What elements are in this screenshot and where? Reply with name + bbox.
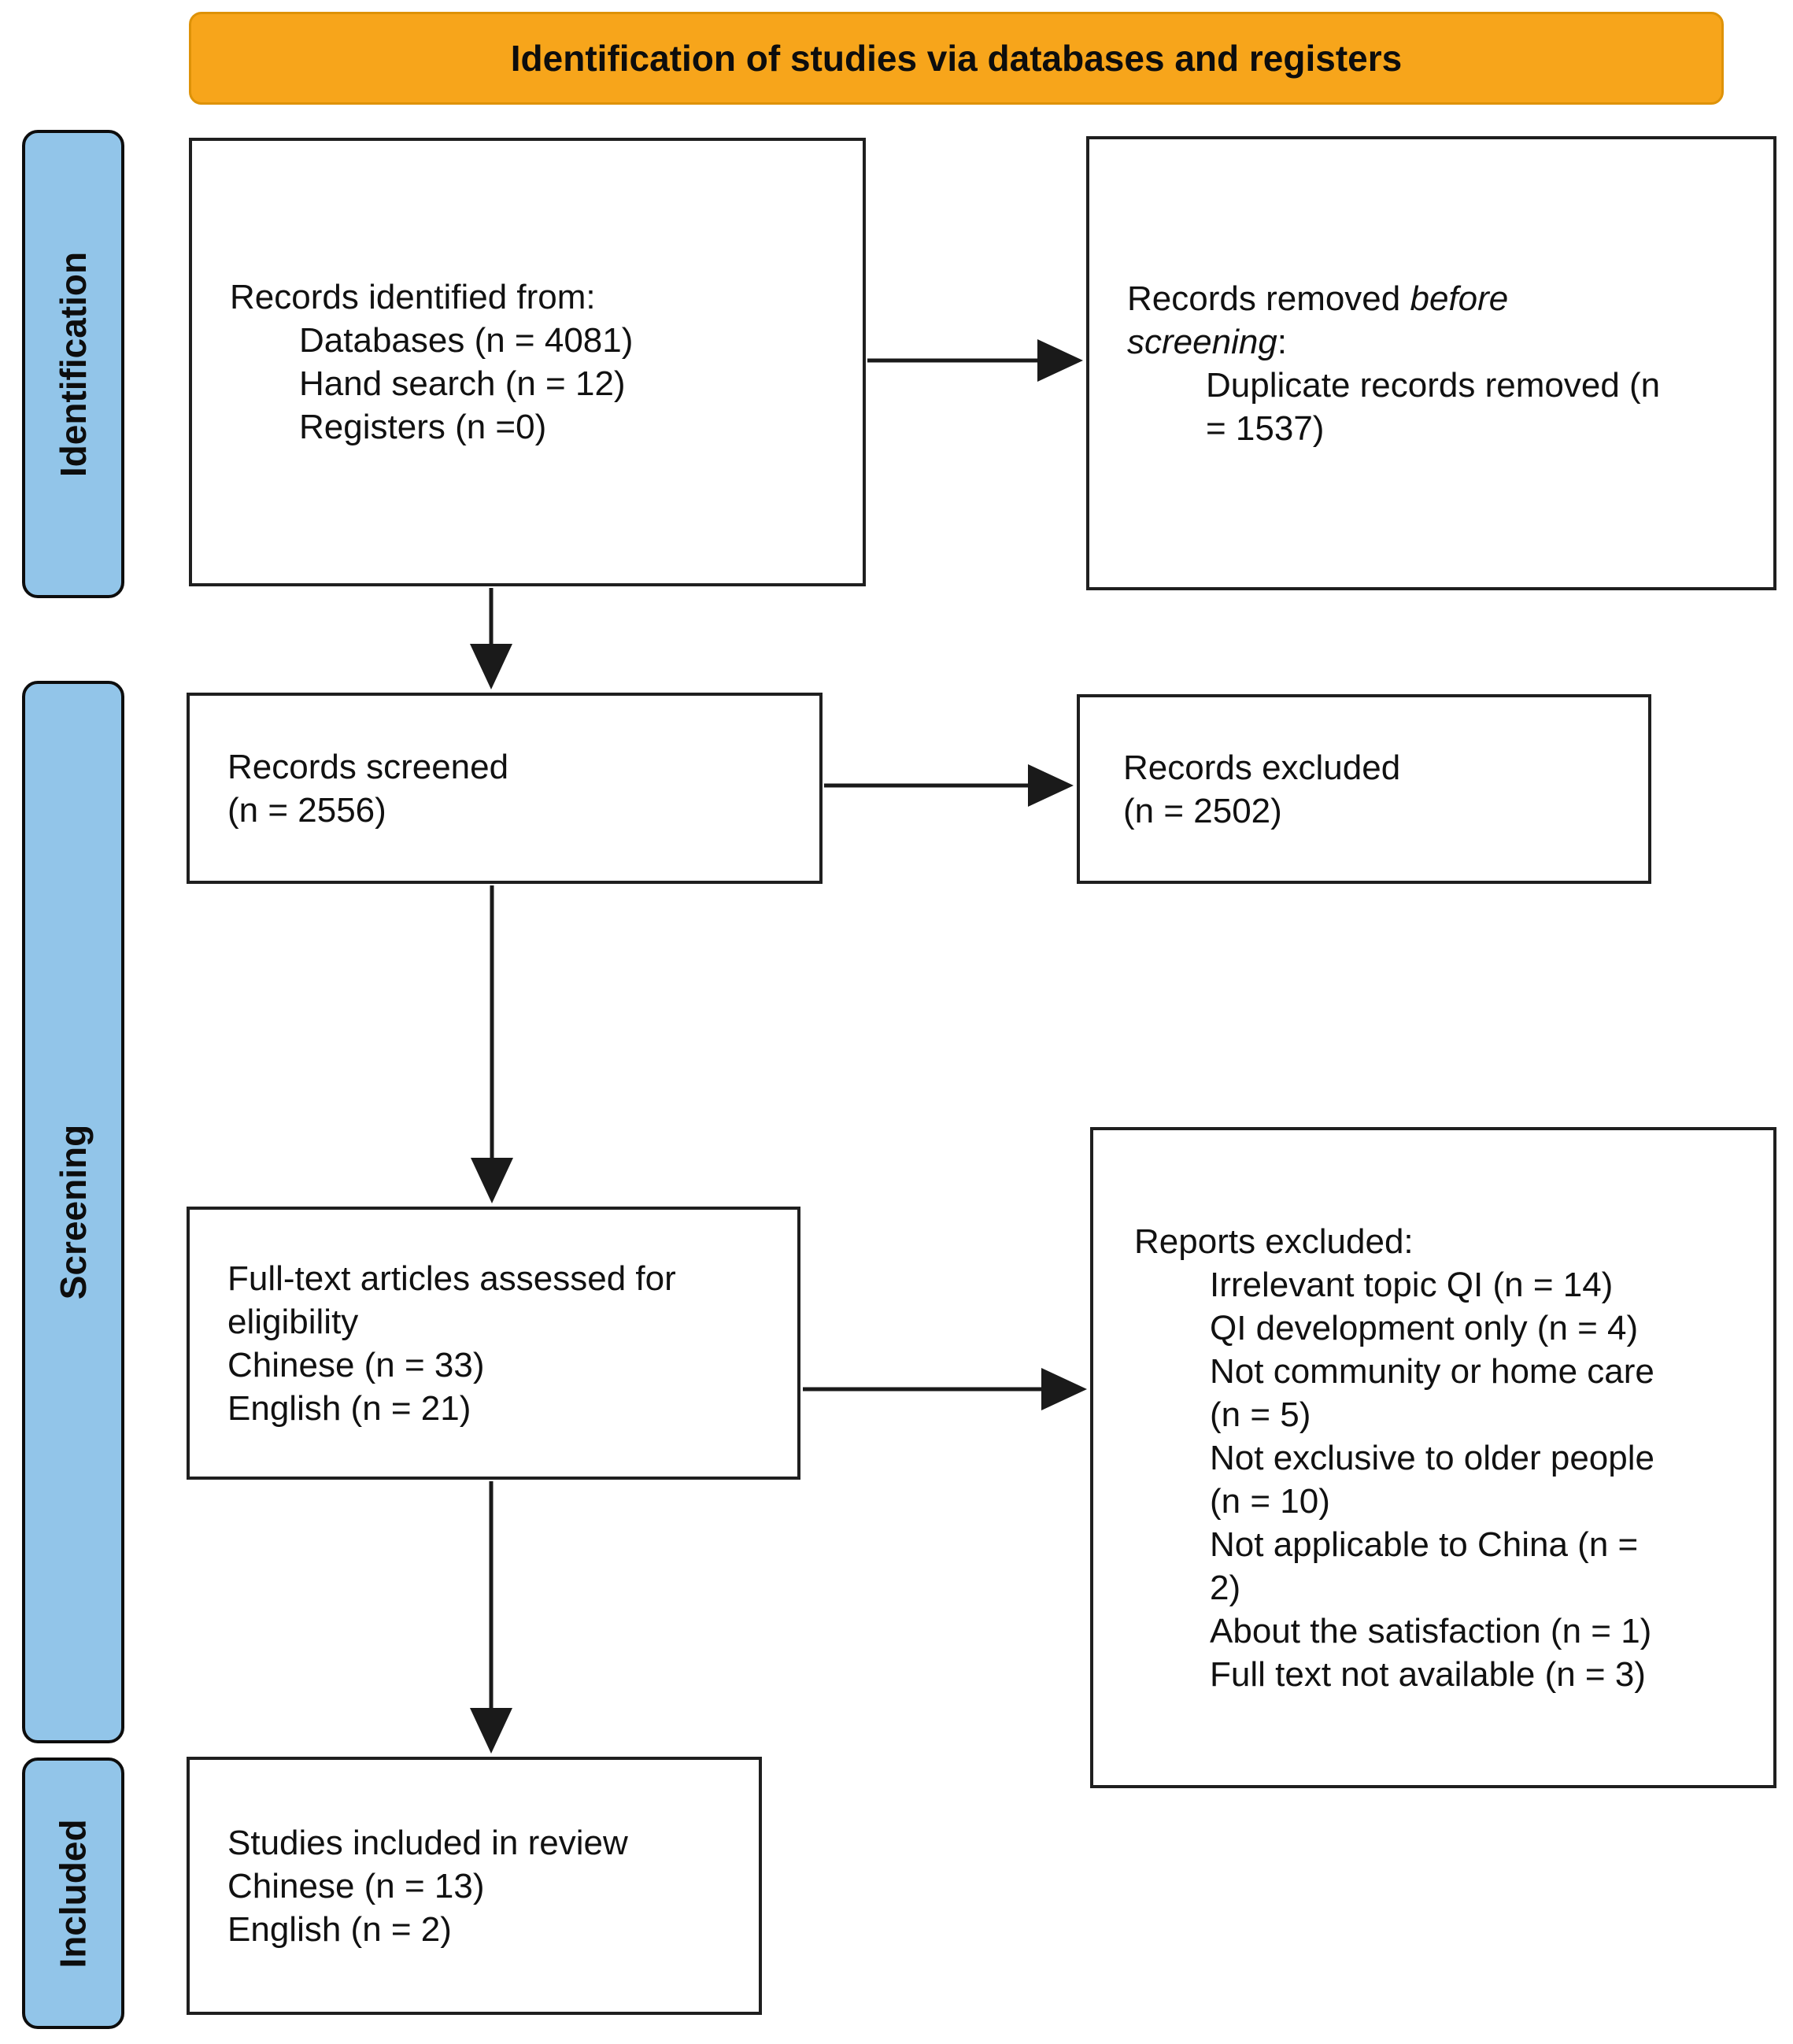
box-records-screened-text: Records screened(n = 2556)	[227, 747, 509, 830]
box-records-identified: Records identified from:Databases (n = 4…	[189, 138, 866, 586]
banner-label: Identification of studies via databases …	[510, 38, 1403, 79]
arrow-identified-to-removed-icon	[867, 339, 1083, 382]
stage-label-identification: Identification	[22, 130, 124, 598]
arrow-fulltext-to-reports-excluded-icon	[803, 1368, 1087, 1410]
banner: Identification of studies via databases …	[189, 12, 1724, 105]
box-reports-excluded-text: Reports excluded:Irrelevant topic QI (n …	[1134, 1222, 1654, 1694]
box-fulltext-assessed-text: Full-text articles assessed for eligibil…	[227, 1259, 676, 1428]
box-fulltext-assessed: Full-text articles assessed for eligibil…	[187, 1207, 800, 1480]
box-records-removed-before-screening: Records removed before screening:Duplica…	[1086, 136, 1776, 590]
stage-label-screening: Screening	[22, 681, 124, 1743]
stage-label-included: Included	[22, 1758, 124, 2029]
box-records-screened: Records screened(n = 2556)	[187, 693, 823, 884]
stage-label-included-text: Included	[53, 1818, 94, 1968]
stage-label-screening-text: Screening	[53, 1124, 94, 1300]
box-records-removed-text: Records removed before screening:Duplica…	[1127, 279, 1661, 448]
box-records-excluded-text: Records excluded(n = 2502)	[1123, 748, 1401, 830]
box-records-identified-text: Records identified from:Databases (n = 4…	[230, 278, 634, 446]
arrow-screened-to-fulltext-icon	[471, 885, 513, 1203]
box-reports-excluded: Reports excluded:Irrelevant topic QI (n …	[1090, 1127, 1776, 1788]
arrow-screened-to-excluded-icon	[824, 764, 1074, 807]
arrow-fulltext-to-included-icon	[470, 1481, 512, 1754]
arrow-identified-to-screened-icon	[470, 588, 512, 689]
box-records-excluded: Records excluded(n = 2502)	[1077, 694, 1651, 884]
stage-label-identification-text: Identification	[53, 251, 94, 477]
